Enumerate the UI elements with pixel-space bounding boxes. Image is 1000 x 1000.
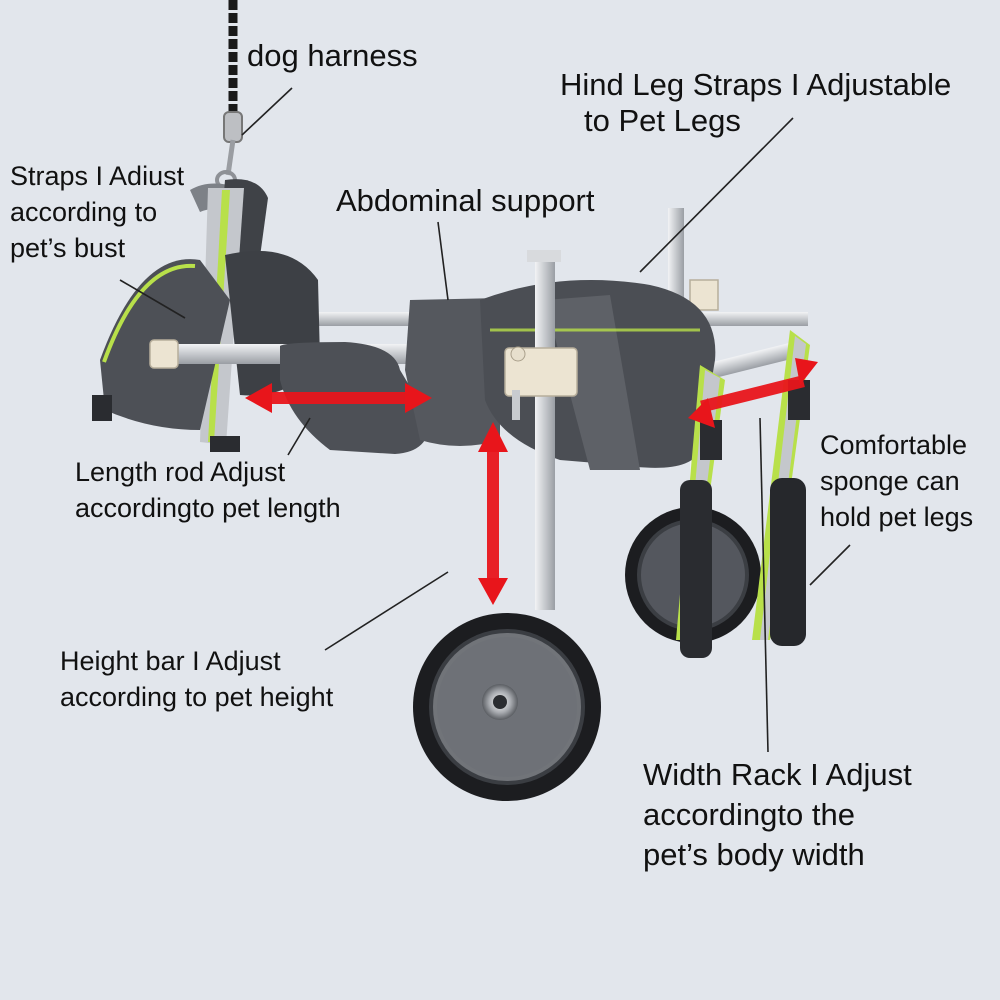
hind-leg-straps bbox=[676, 330, 810, 658]
label-straps-adjust: Straps I Adiust according to pet’s bust bbox=[10, 161, 185, 263]
leash-icon bbox=[215, 0, 243, 190]
label-comfortable-sponge: Comfortable sponge can hold pet legs bbox=[820, 430, 974, 532]
label-hind-leg-straps: Hind Leg Straps I Adjustable to Pet Legs bbox=[560, 67, 952, 138]
label-width-rack: Width Rack I Adjust accordingto the pet’… bbox=[643, 757, 912, 872]
double-arrow-icon bbox=[245, 358, 818, 605]
wheel-icon bbox=[413, 613, 601, 801]
label-length-rod: Length rod Adjust accordingto pet length bbox=[75, 457, 341, 523]
leader-lines bbox=[119, 87, 851, 753]
label-height-bar: Height bar I Adjust according to pet hei… bbox=[60, 646, 334, 712]
height-bar bbox=[504, 250, 578, 610]
label-abdominal-support: Abdominal support bbox=[336, 183, 595, 218]
label-dog-harness: dog harness bbox=[247, 38, 418, 73]
